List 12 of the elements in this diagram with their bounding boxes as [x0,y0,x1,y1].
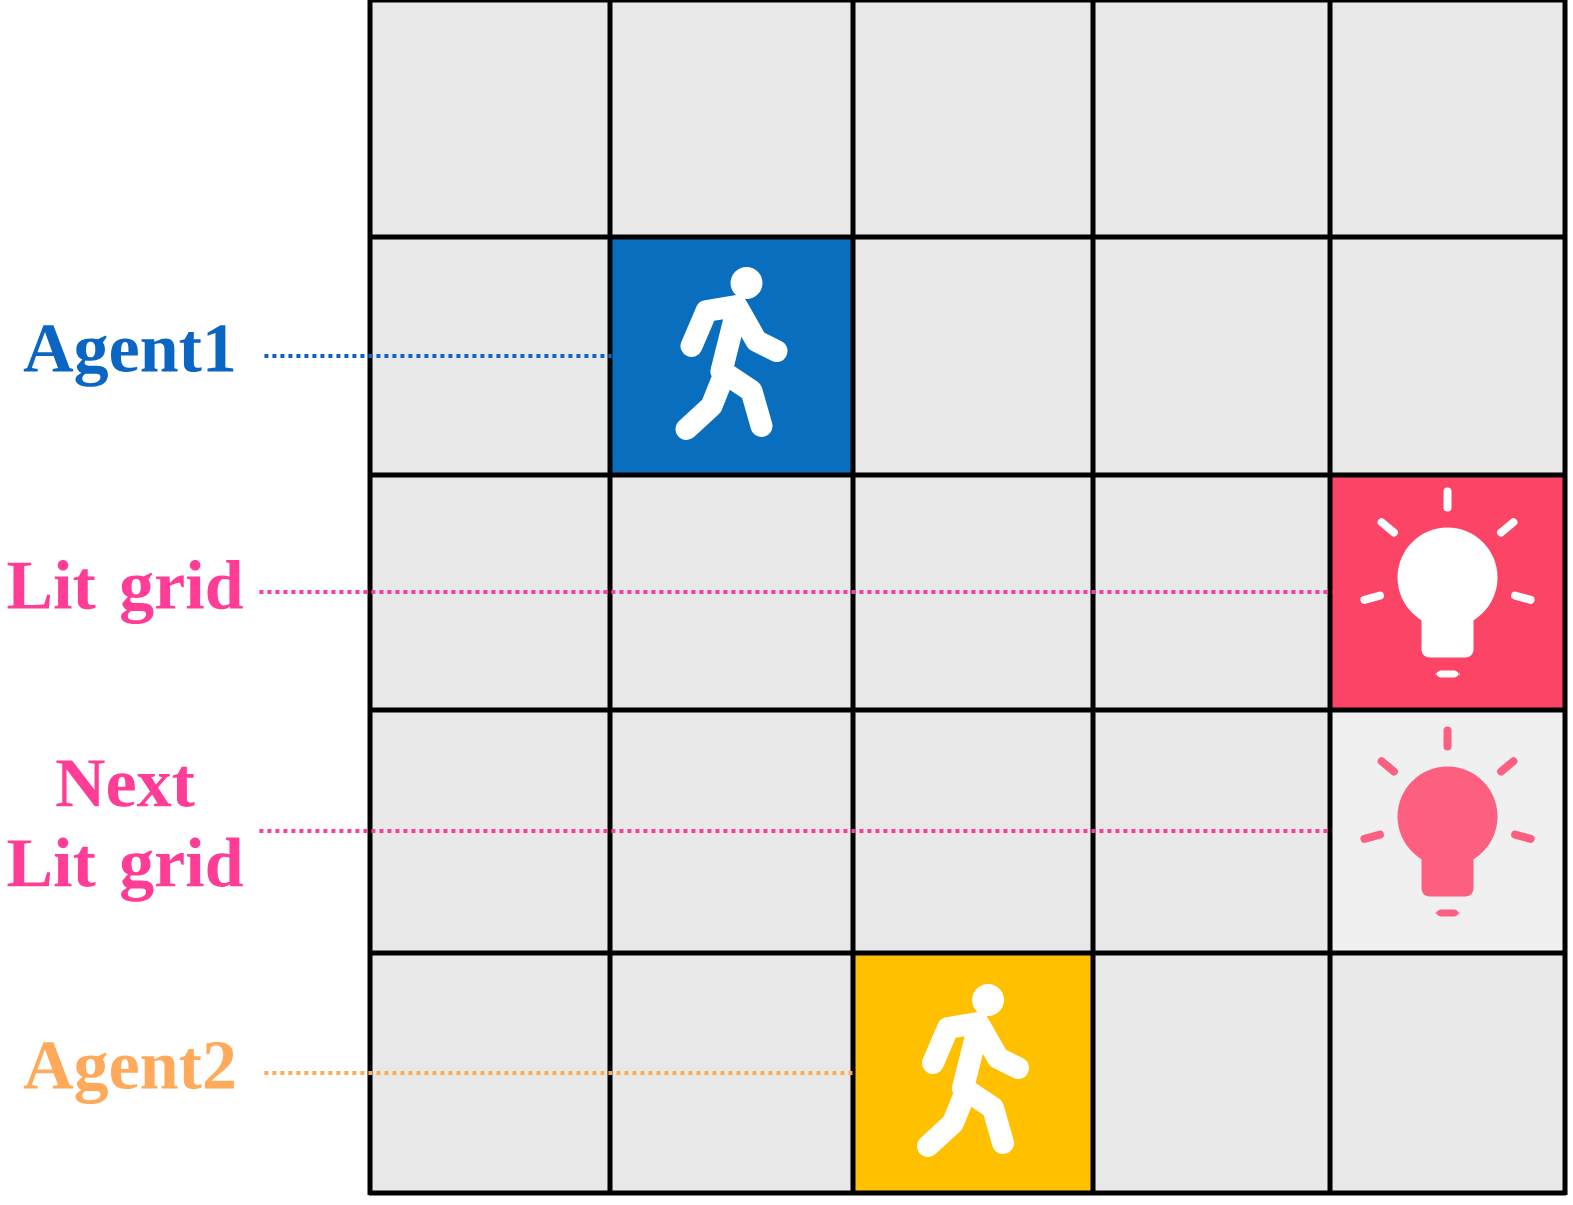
leader-line [259,590,1332,594]
label-text: Agent2 [23,1042,234,1104]
walking-person-cell [612,239,851,473]
leader-line [264,354,612,358]
leader-line [264,1071,855,1075]
label-text: Next Lit grid [7,760,243,902]
label-text: Agent1 [23,325,234,387]
walking-person-cell [855,955,1091,1191]
lightbulb-cell [1332,477,1563,708]
leader-line [259,829,1332,833]
label-text: Lit grid [7,560,243,625]
lightbulb-cell [1332,712,1563,951]
